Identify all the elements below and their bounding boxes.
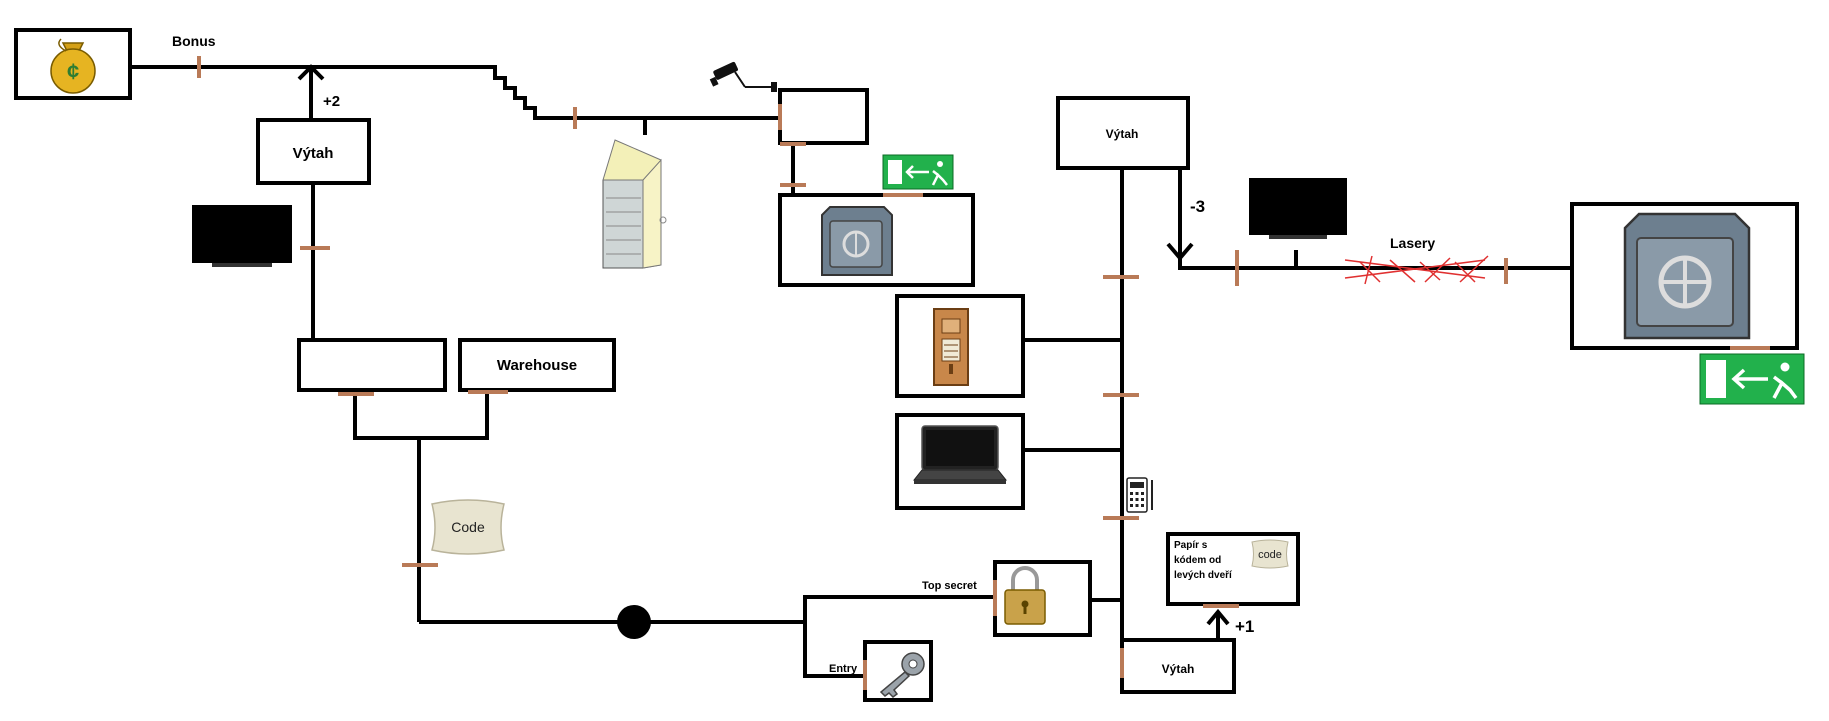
paper-text-line3: levých dveří [1174,570,1233,581]
entry-label: Entry [829,663,858,675]
paper-text-line1: Papír s [1174,540,1208,551]
tv-icon [1249,178,1347,239]
keypad-icon [1126,477,1153,513]
top-secret-label: Top secret [922,580,977,592]
elevator-bottom-box [1120,638,1236,694]
lasery-label: Lasery [1390,235,1435,251]
paper-code-label: code [1258,549,1282,561]
elevator-left-box [256,118,371,185]
scroll-icon: code [1251,539,1289,569]
laptop-icon [912,425,1008,484]
connection-lines [130,64,1572,678]
doors [197,56,1770,690]
server-rack-icon [602,139,667,269]
exit-sign-icon [882,154,954,190]
laser-crosses [1344,255,1489,285]
elevator-top-right-label: Výtah [1106,127,1139,141]
plus-one-label: +1 [1235,617,1254,636]
junction-node [617,605,651,639]
empty-room [297,338,447,392]
bonus-label: Bonus [172,33,216,49]
key-icon [879,652,925,698]
elevator-top-right-box [1056,96,1190,170]
money-bag-icon: ¢ [50,38,96,94]
paper-text-line2: kódem od [1174,555,1221,566]
warehouse-label: Warehouse [497,357,577,374]
exit-sign-icon [1699,353,1805,405]
minus-three-label: -3 [1190,197,1205,216]
tv-icon [192,205,292,267]
safe-icon [1623,212,1751,340]
camera-room [778,88,869,145]
padlock-icon [1004,566,1046,625]
svg-text:¢: ¢ [67,59,79,84]
plus-two-label: +2 [323,93,340,110]
elevator-bottom-label: Výtah [1162,662,1195,676]
security-camera-icon [709,61,777,92]
scroll-code-label: Code [451,519,485,535]
safe-icon [821,206,893,276]
warehouse-box [458,338,616,392]
scroll-icon: Code [431,499,505,555]
elevator-left-label: Výtah [293,145,334,162]
door-icon [933,308,969,386]
